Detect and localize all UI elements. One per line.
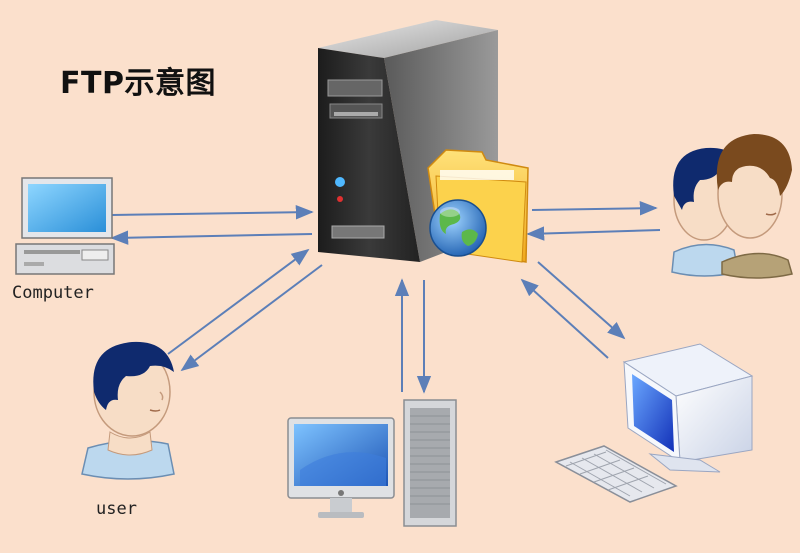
arrow-to-users: [531, 201, 658, 216]
crt-monitor-keyboard-icon: [554, 343, 754, 503]
user-person-icon: [81, 341, 175, 480]
arrow-to-computer: [110, 230, 313, 245]
diagram-title: FTP示意图: [60, 66, 216, 101]
arrow-to-server-from-user: [167, 248, 310, 355]
arrow-to-crt: [537, 261, 626, 340]
mac-workstation-icon: [287, 399, 457, 527]
globe-icon: [429, 199, 487, 257]
connection-arrows: [110, 201, 661, 394]
arrow-to-user: [180, 264, 323, 372]
desktop-computer-icon: [15, 177, 115, 275]
arrow-to-server-from-users: [526, 226, 661, 241]
arrow-to-server-from-computer: [111, 205, 314, 220]
user-label: user: [96, 499, 137, 519]
computer-label: Computer: [12, 283, 94, 303]
arrow-to-server-from-crt: [520, 278, 609, 359]
two-people-icon: [671, 134, 793, 279]
